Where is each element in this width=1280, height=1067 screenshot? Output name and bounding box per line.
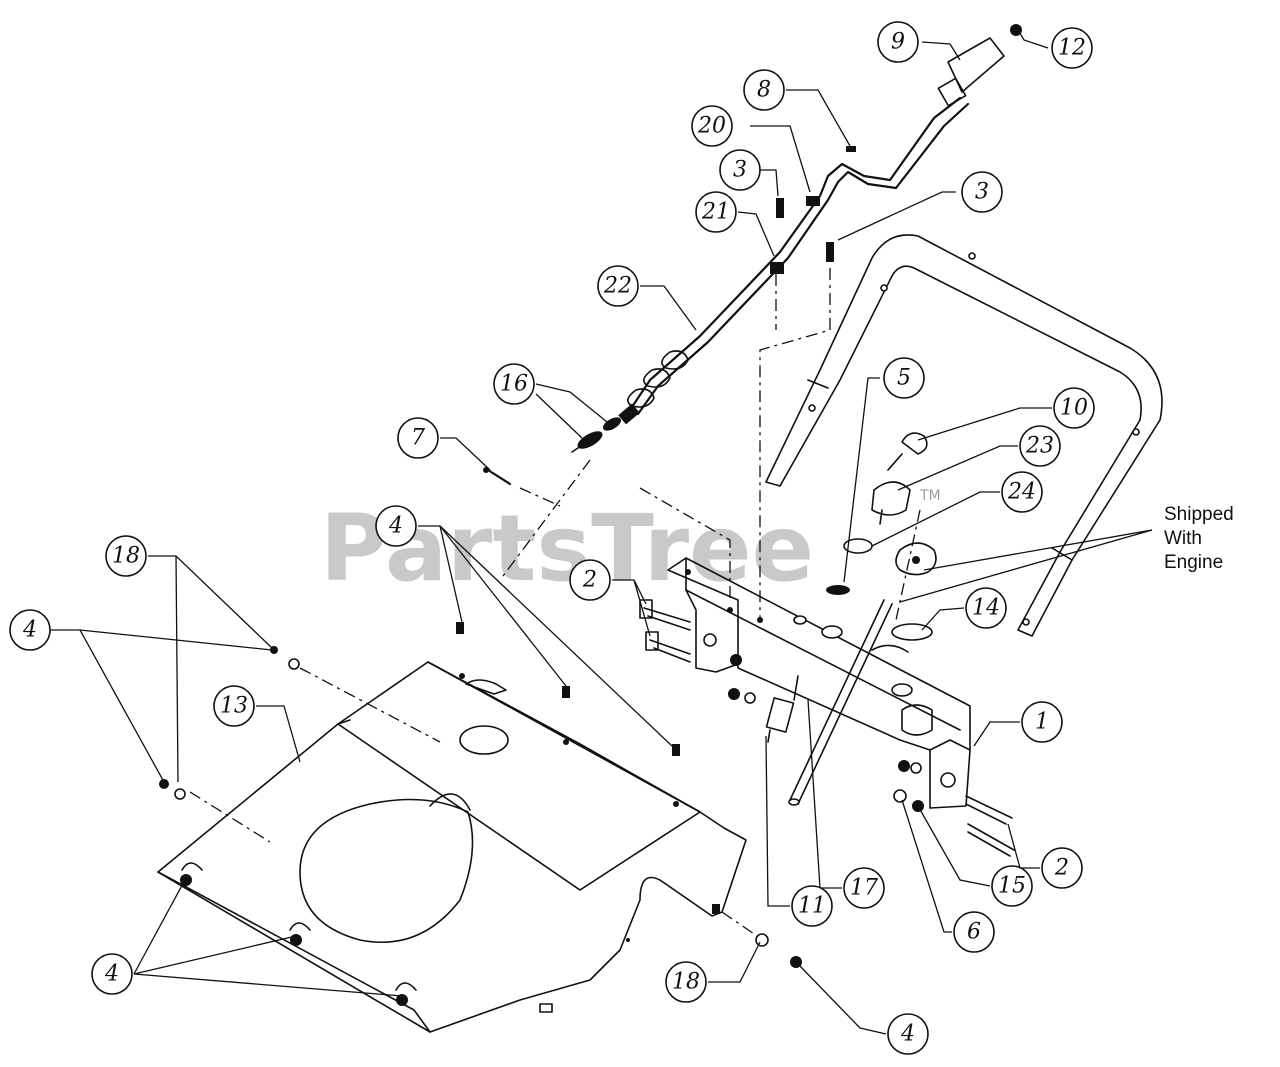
note-line-3: Engine [1164, 552, 1223, 573]
callout-12: 12 [1051, 27, 1093, 69]
bolt-2-lower [645, 631, 691, 663]
svg-text:7: 7 [411, 426, 425, 451]
callout-18-a: 18 [105, 535, 147, 577]
callout-9: 9 [877, 21, 919, 63]
svg-text:3: 3 [733, 158, 747, 183]
svg-text:10: 10 [1060, 396, 1088, 421]
control-panel [667, 557, 971, 809]
engine-shroud [157, 661, 747, 1033]
crank-rod [571, 37, 1005, 453]
svg-text:13: 13 [220, 694, 248, 719]
svg-text:18: 18 [112, 544, 140, 569]
screw-3b [826, 242, 834, 262]
svg-text:11: 11 [798, 894, 826, 919]
svg-text:12: 12 [1058, 36, 1086, 61]
callout-4-c: 4 [91, 953, 133, 995]
svg-text:6: 6 [967, 920, 981, 945]
bolt-2-right-a [965, 795, 1013, 825]
svg-text:14: 14 [972, 596, 1000, 621]
svg-text:2: 2 [1054, 856, 1069, 881]
primer-bulb [895, 542, 937, 576]
callout-14: 14 [965, 587, 1007, 629]
pin-7 [483, 467, 512, 486]
svg-text:9: 9 [891, 30, 905, 55]
svg-text:24: 24 [1007, 480, 1036, 505]
bezel-14 [891, 623, 933, 641]
pin-12 [1010, 24, 1022, 36]
svg-text:3: 3 [975, 180, 989, 205]
nut-5 [826, 585, 850, 595]
callout-4-d: 4 [887, 1013, 929, 1055]
svg-text:4: 4 [22, 618, 37, 643]
ignition-switch-23 [871, 481, 911, 525]
rod-17 [788, 599, 893, 806]
svg-text:15: 15 [998, 874, 1026, 899]
callout-3-b: 3 [961, 171, 1003, 213]
key-10 [887, 432, 928, 471]
svg-text:4: 4 [900, 1022, 915, 1047]
callout-21: 21 [695, 191, 737, 233]
callout-11: 11 [791, 885, 833, 927]
callout-13: 13 [213, 685, 255, 727]
callout-15: 15 [991, 865, 1033, 907]
svg-text:2: 2 [582, 568, 597, 593]
svg-text:4: 4 [104, 962, 119, 987]
svg-text:1: 1 [1035, 710, 1049, 735]
callout-20: 20 [691, 105, 733, 147]
bolt-2-right-b [967, 823, 1015, 857]
callout-5: 5 [883, 357, 925, 399]
callout-4-b: 4 [9, 609, 51, 651]
leader-lines [50, 29, 1153, 1035]
callout-16: 16 [493, 363, 535, 405]
callout-10: 10 [1053, 387, 1095, 429]
svg-text:23: 23 [1025, 434, 1054, 459]
callout-23: 23 [1019, 425, 1061, 467]
watermark-trademark: TM [919, 488, 941, 504]
svg-text:4: 4 [388, 514, 403, 539]
screw-3a [776, 198, 784, 218]
callout-4-a: 4 [375, 505, 417, 547]
svg-text:21: 21 [701, 200, 730, 225]
callout-22: 22 [597, 265, 639, 307]
svg-text:16: 16 [500, 372, 528, 397]
callout-2-a: 2 [569, 559, 611, 601]
callout-6: 6 [953, 911, 995, 953]
callout-1: 1 [1021, 701, 1063, 743]
bolt-2-upper [639, 599, 691, 631]
callout-7: 7 [397, 417, 439, 459]
callout-8: 8 [743, 69, 785, 111]
note-line-1: Shipped [1164, 504, 1234, 525]
svg-text:5: 5 [897, 366, 911, 391]
callout-24: 24 [1001, 471, 1043, 513]
handle-bar [765, 234, 1163, 637]
note-line-2: With [1164, 528, 1202, 549]
callout-3-a: 3 [719, 149, 761, 191]
callout-2-b: 2 [1041, 847, 1083, 889]
clip-8 [846, 146, 856, 152]
svg-text:8: 8 [757, 78, 771, 103]
svg-text:22: 22 [603, 274, 632, 299]
shipped-with-engine-note: Shipped With Engine [1164, 504, 1234, 573]
callout-17: 17 [843, 867, 885, 909]
connector-11 [765, 675, 799, 743]
svg-text:18: 18 [672, 970, 700, 995]
svg-text:17: 17 [850, 876, 878, 901]
callout-18-b: 18 [665, 961, 707, 1003]
svg-text:20: 20 [697, 114, 726, 139]
